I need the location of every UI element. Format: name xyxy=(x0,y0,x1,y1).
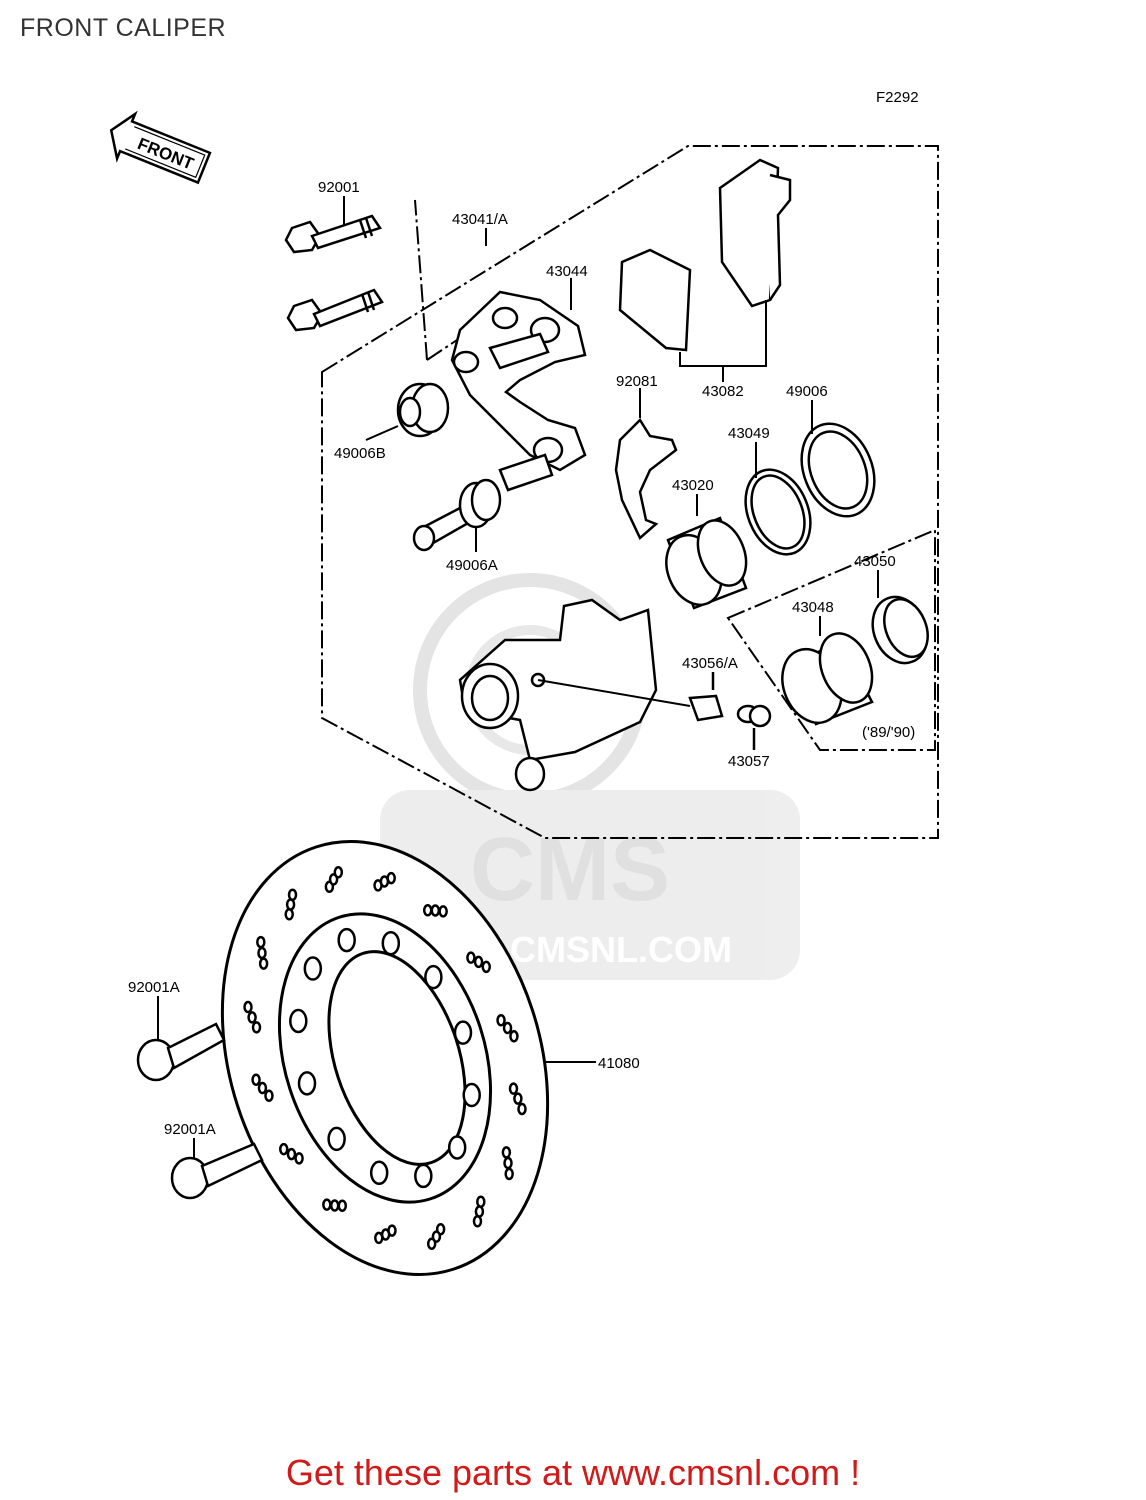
part-label: 92001 xyxy=(318,179,360,196)
diagram-code: F2292 xyxy=(876,89,919,106)
disc-hole xyxy=(447,1135,467,1160)
brake-pads-43082-icon xyxy=(618,158,792,352)
disc-bolt-92001A-lower-icon xyxy=(170,1142,264,1200)
disc-hole xyxy=(504,1167,514,1181)
disc-hole xyxy=(424,964,443,990)
disc-hole xyxy=(472,1214,483,1228)
part-label: 92081 xyxy=(616,373,658,390)
disc-hole xyxy=(476,1195,486,1208)
disc-hole xyxy=(289,1008,308,1034)
disc-hole xyxy=(422,904,433,917)
disc-hole xyxy=(322,1198,332,1211)
part-labels: 92001 43041/A 43044 43082 92081 49006 43049 490… xyxy=(128,179,896,1138)
exploded-parts-diagram: CMS WWW.CMSNL.COM F2292 FRONT xyxy=(109,89,939,1276)
bolt-92001-upper-icon xyxy=(284,214,382,254)
part-label: 43050 xyxy=(854,553,896,570)
disc-hole xyxy=(426,1237,437,1250)
bleeder-valve-43056-icon xyxy=(688,672,724,722)
disc-hole xyxy=(258,957,269,970)
disc-hole xyxy=(414,1163,433,1189)
boot-49006A-icon xyxy=(412,478,502,552)
disc-hole xyxy=(264,1089,274,1102)
disc-bolt-92001A-upper-icon xyxy=(136,1022,226,1082)
part-label: 43020 xyxy=(672,477,714,494)
disc-hole xyxy=(474,1205,485,1218)
disc-hole xyxy=(243,1000,253,1014)
part-label: 43056/A xyxy=(682,655,738,672)
footer-cta-link[interactable]: Get these parts at www.cmsnl.com ! xyxy=(285,1452,861,1493)
piston-43020-icon xyxy=(665,516,748,610)
disc-hole xyxy=(503,1156,513,1170)
disc-hole xyxy=(381,930,401,956)
disc-hole xyxy=(284,908,294,921)
part-label: 43057 xyxy=(728,753,770,770)
caliper-assembly-outline xyxy=(321,145,939,839)
disc-hole xyxy=(329,1199,340,1212)
disc-hole xyxy=(430,904,441,917)
part-label: 49006A xyxy=(446,557,498,574)
caliper-bracket-43041-icon xyxy=(450,290,587,492)
piston-kit-outline xyxy=(726,528,936,751)
disc-hole xyxy=(247,1011,257,1024)
disc-hole xyxy=(509,1030,519,1043)
disc-hole xyxy=(481,960,492,974)
part-label: 41080 xyxy=(598,1055,640,1072)
part-label: 43048 xyxy=(792,599,834,616)
disc-hole xyxy=(517,1102,527,1116)
disc-hole xyxy=(453,1020,473,1045)
dust-cover-49006B-icon xyxy=(396,382,450,438)
seal-43050-icon xyxy=(871,595,929,665)
disc-hole xyxy=(438,905,448,918)
disc-hole xyxy=(303,956,323,981)
part-label: 43082 xyxy=(702,383,744,400)
disc-hole xyxy=(502,1021,513,1035)
front-direction-arrow-icon: FRONT xyxy=(109,110,212,185)
disc-holes xyxy=(243,866,527,1250)
part-label: 49006B xyxy=(334,445,386,462)
part-label: 49006 xyxy=(786,383,828,400)
bolt-92001-lower-icon xyxy=(286,288,384,332)
page-title: FRONT CALIPER xyxy=(20,14,227,42)
part-label: 92001A xyxy=(164,1121,216,1138)
disc-hole xyxy=(285,898,296,911)
part-label: 43044 xyxy=(546,263,588,280)
disc-hole xyxy=(337,927,356,953)
disc-hole xyxy=(251,1073,261,1086)
disc-hole xyxy=(501,1146,512,1159)
piston-seal-43049-icon xyxy=(744,468,812,556)
part-label: 43049 xyxy=(728,425,770,442)
piston-43048-icon xyxy=(781,632,874,726)
dust-seal-49006-icon xyxy=(800,422,876,518)
disc-hole xyxy=(251,1021,262,1034)
disc-hole xyxy=(287,888,298,902)
disc-hole xyxy=(257,946,267,960)
pad-spring-92081-icon xyxy=(614,418,678,541)
disc-hole xyxy=(508,1082,519,1095)
disc-hole xyxy=(327,1126,346,1152)
disc-hole xyxy=(369,1160,389,1186)
disc-hole xyxy=(286,1147,297,1161)
watermark-brand: CMS xyxy=(470,820,670,920)
disc-hole xyxy=(297,1071,317,1096)
disc-hole xyxy=(462,1082,481,1108)
disc-hole xyxy=(256,935,266,949)
caliper-body-icon xyxy=(458,598,658,792)
part-label: 43041/A xyxy=(452,211,508,228)
disc-hole xyxy=(466,951,476,964)
disc-hole xyxy=(278,1142,289,1156)
disc-hole xyxy=(386,871,396,885)
disc-hole xyxy=(374,1231,384,1245)
disc-hole xyxy=(496,1014,506,1027)
disc-hole xyxy=(337,1199,348,1212)
year-note: ('89/'90) xyxy=(862,724,915,741)
bleeder-cap-43057-icon xyxy=(736,704,772,750)
disc-hole xyxy=(333,866,344,879)
disc-hole xyxy=(294,1152,304,1165)
disc-hole xyxy=(473,955,484,969)
part-label: 92001A xyxy=(128,979,180,996)
disc-hole xyxy=(257,1081,268,1095)
disc-hole xyxy=(513,1092,523,1105)
